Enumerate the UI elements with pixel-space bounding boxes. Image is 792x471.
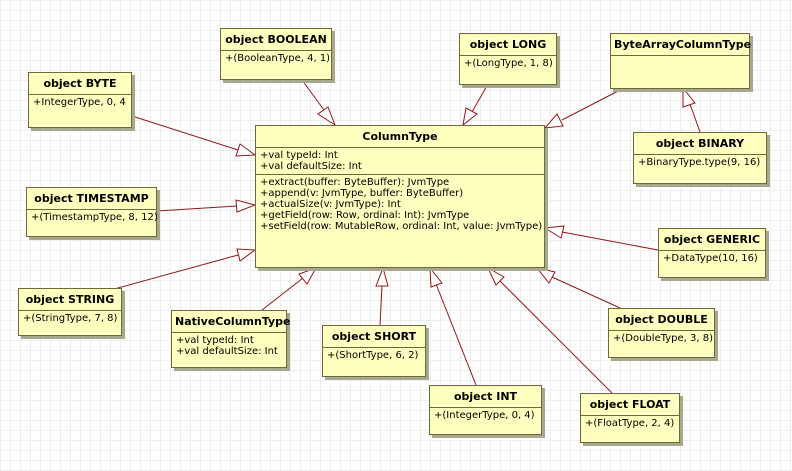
class-string[interactable]: object STRING +(StringType, 7, 8)	[18, 288, 122, 336]
edge-timestamp	[156, 205, 238, 212]
class-title: object DOUBLE	[609, 309, 714, 331]
attributes-section: +val typeId: Int +val defaultSize: Int	[256, 148, 544, 174]
operation: +append(v: JvmType, buffer: ByteBuffer)	[260, 188, 464, 199]
members-section: +(FloatType, 2, 4)	[581, 416, 679, 431]
operations-section: +extract(buffer: ByteBuffer): JvmType +a…	[256, 174, 544, 234]
arrowhead-binary	[682, 86, 696, 108]
edge-generic	[561, 231, 659, 251]
edge-bytearray	[561, 88, 623, 121]
class-title: object TIMESTAMP	[27, 188, 156, 210]
members-section: +DataType(10, 16)	[659, 251, 765, 266]
arrowhead-timestamp	[235, 199, 257, 213]
class-boolean[interactable]: object BOOLEAN +(BooleanType, 4, 1)	[220, 28, 332, 80]
member: +IntegerType, 0, 4	[33, 97, 126, 108]
member: +val typeId: Int	[176, 335, 254, 346]
class-title: object STRING	[19, 289, 121, 311]
class-long[interactable]: object LONG +(LongType, 1, 8)	[459, 33, 557, 85]
edge-binary	[689, 103, 701, 133]
edge-boolean	[301, 79, 325, 111]
class-byte-array-column-type[interactable]: ByteArrayColumnType	[610, 33, 751, 89]
arrowhead-string	[236, 248, 257, 262]
members-section: +(LongType, 1, 8)	[460, 56, 556, 71]
class-float[interactable]: object FLOAT +(FloatType, 2, 4)	[580, 393, 680, 443]
class-timestamp[interactable]: object TIMESTAMP +(TimestampType, 8, 12)	[26, 187, 158, 237]
member: +(ShortType, 6, 2)	[327, 350, 419, 361]
operation: +setField(row: MutableRow, ordinal: Int,…	[260, 221, 543, 232]
class-title: object SHORT	[323, 326, 425, 348]
members-section: +(DoubleType, 3, 8)	[609, 331, 714, 346]
members-section: +IntegerType, 0, 4	[29, 95, 131, 110]
arrowhead-short	[375, 266, 389, 287]
members-section: +(TimestampType, 8, 12)	[27, 210, 158, 225]
class-column-type[interactable]: ColumnType +val typeId: Int +val default…	[255, 125, 545, 268]
class-title: NativeColumnType	[172, 311, 291, 333]
class-title: object BOOLEAN	[221, 29, 331, 51]
class-title: ColumnType	[256, 126, 544, 148]
class-binary[interactable]: object BINARY +BinaryType.type(9, 16)	[633, 132, 767, 184]
arrowhead-long	[462, 107, 478, 127]
class-title: object INT	[430, 386, 541, 408]
class-title: object BYTE	[29, 73, 131, 95]
arrowhead-byte	[235, 143, 257, 157]
edge-short	[379, 285, 383, 326]
edge-native	[261, 277, 304, 311]
members-section: +BinaryType.type(9, 16)	[634, 155, 766, 170]
class-native-column-type[interactable]: NativeColumnType +val typeId: Int +val d…	[171, 310, 291, 368]
member: +DataType(10, 16)	[663, 253, 758, 264]
class-title: object FLOAT	[581, 394, 679, 416]
member: +val defaultSize: Int	[176, 346, 278, 357]
class-title: ByteArrayColumnType	[611, 34, 751, 56]
class-byte[interactable]: object BYTE +IntegerType, 0, 4	[28, 72, 132, 128]
member: +(FloatType, 2, 4)	[585, 418, 675, 429]
members-section: +(BooleanType, 4, 1)	[221, 51, 331, 66]
class-short[interactable]: object SHORT +(ShortType, 6, 2)	[322, 325, 426, 377]
arrowhead-native	[298, 267, 318, 285]
arrowhead-float	[486, 266, 505, 286]
class-generic[interactable]: object GENERIC +DataType(10, 16)	[658, 228, 766, 278]
member: +(StringType, 7, 8)	[23, 313, 118, 324]
arrowhead-boolean	[317, 106, 337, 127]
attribute: +val typeId: Int	[260, 150, 338, 161]
edge-double	[551, 276, 621, 309]
members-section: +(IntegerType, 0, 4)	[430, 408, 541, 423]
arrowhead-generic	[543, 225, 565, 239]
members-section: +(StringType, 7, 8)	[19, 311, 121, 326]
edge-int	[435, 283, 477, 386]
operation: +actualSize(v: JvmType): Int	[260, 199, 401, 210]
member: +(DoubleType, 3, 8)	[613, 333, 714, 344]
members-section: +val typeId: Int +val defaultSize: Int	[172, 333, 286, 359]
arrowhead-bytearray	[543, 113, 564, 129]
class-title: object LONG	[460, 34, 556, 56]
class-title: object GENERIC	[659, 229, 765, 251]
member: +(BooleanType, 4, 1)	[225, 53, 331, 64]
operation: +getField(row: Row, ordinal: Int): JvmTy…	[260, 210, 470, 221]
class-double[interactable]: object DOUBLE +(DoubleType, 3, 8)	[608, 308, 715, 358]
member: +BinaryType.type(9, 16)	[638, 157, 761, 168]
members-section	[611, 56, 749, 74]
edge-long	[471, 83, 489, 113]
arrowhead-int	[429, 266, 443, 288]
attribute: +val defaultSize: Int	[260, 161, 362, 172]
edge-float	[499, 280, 613, 394]
edge-string	[95, 254, 239, 295]
members-section: +(ShortType, 6, 2)	[323, 348, 425, 363]
member: +(LongType, 1, 8)	[464, 58, 553, 69]
member: +(IntegerType, 0, 4)	[434, 410, 535, 421]
operation: +extract(buffer: ByteBuffer): JvmType	[260, 177, 450, 188]
member: +(TimestampType, 8, 12)	[31, 212, 158, 223]
edge-byte	[131, 115, 239, 151]
class-int[interactable]: object INT +(IntegerType, 0, 4)	[429, 385, 542, 435]
class-title: object BINARY	[634, 133, 766, 155]
arrowhead-double	[535, 267, 556, 284]
